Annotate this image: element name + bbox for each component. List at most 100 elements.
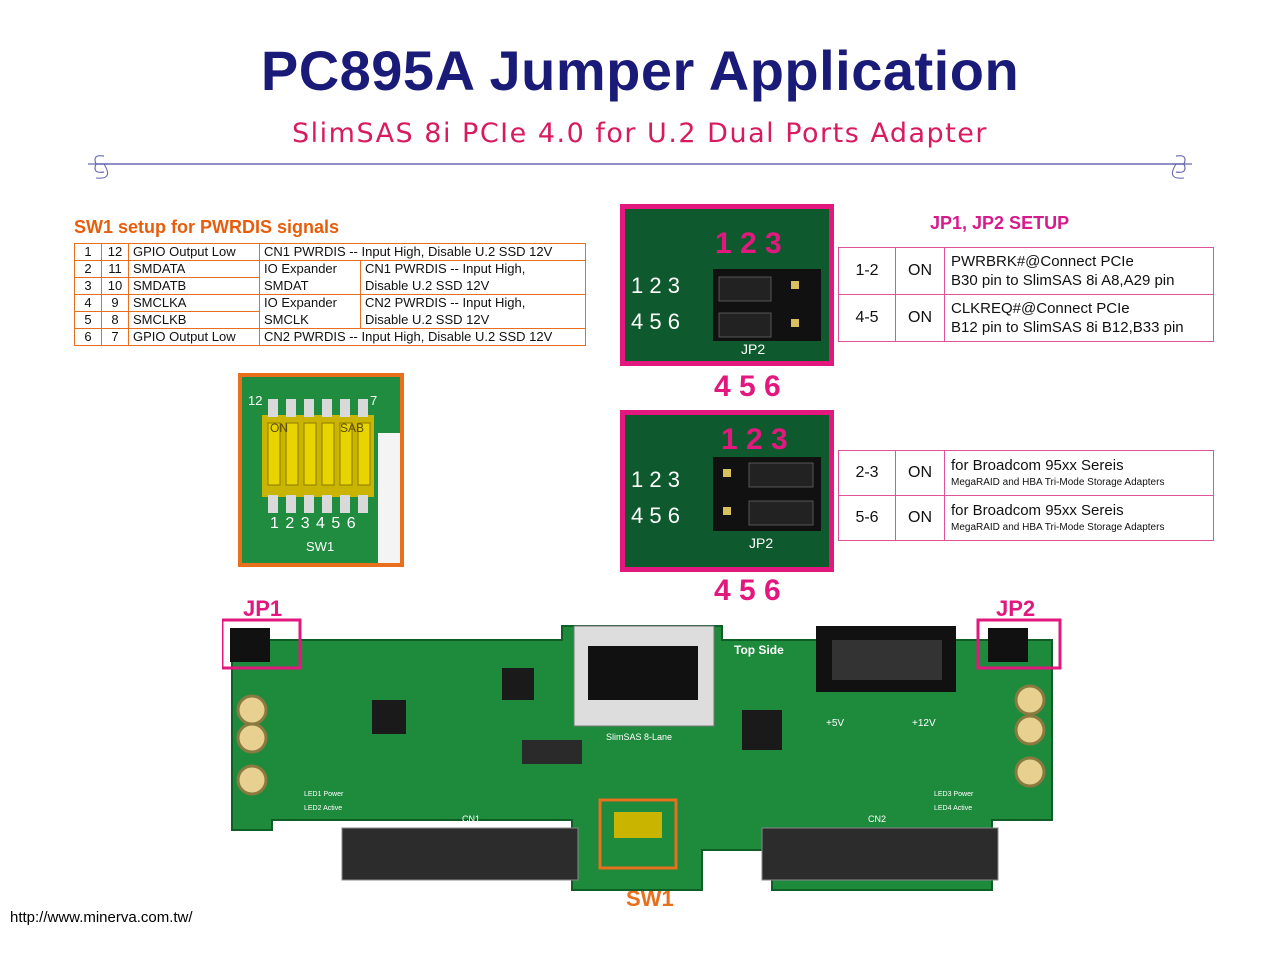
table-cell: ON: [895, 294, 945, 342]
table-cell: ON: [895, 495, 945, 541]
sw1-setup-heading: SW1 setup for PWRDIS signals: [74, 217, 340, 237]
table-cell: IO Expander: [259, 260, 361, 278]
table-row: 2-3 ON for Broadcom 95xx Sereis MegaRAID…: [838, 450, 1214, 496]
table-row: 5 8 SMCLKB SMCLK Disable U.2 SSD 12V: [74, 311, 586, 329]
photo-label: SW1: [306, 539, 335, 554]
table-cell: CN1 PWRDIS -- Input High, Disable U.2 SS…: [259, 243, 586, 261]
board-text: CN1: [462, 814, 480, 824]
sw1-setup-table: 1 12 GPIO Output Low CN1 PWRDIS -- Input…: [74, 243, 586, 346]
board-text: LED4 Active: [934, 805, 972, 812]
table-cell: for Broadcom 95xx Sereis MegaRAID and HB…: [944, 450, 1214, 496]
photo-label: 7: [370, 393, 378, 408]
table-cell: 2-3: [838, 450, 896, 496]
photo-label: SAB: [340, 421, 365, 435]
table-cell: 5-6: [838, 495, 896, 541]
table-row: 5-6 ON for Broadcom 95xx Sereis MegaRAID…: [838, 495, 1214, 541]
table-cell: SMCLKA: [128, 294, 260, 312]
dip-switch-illustration: [242, 377, 400, 563]
table-cell: GPIO Output Low: [128, 328, 260, 346]
table-cell: IO Expander: [259, 294, 361, 312]
jp-photo-config-1: 1 2 3 1 2 3 4 5 6 JP2: [620, 204, 834, 366]
board-text: +12V: [912, 718, 936, 729]
board-pin-label: 4 5 6: [631, 503, 680, 528]
table-cell: CN1 PWRDIS -- Input High,: [360, 260, 586, 278]
board-text: CN2: [868, 814, 886, 824]
table-cell: CLKREQ#@Connect PCIe B12 pin to SlimSAS …: [944, 294, 1214, 342]
board-jp2-label: JP2: [749, 535, 774, 551]
cell-line: PWRBRK#@Connect PCIe: [951, 253, 1134, 270]
table-cell: 11: [101, 260, 129, 278]
page-subtitle: SlimSAS 8i PCIe 4.0 for U.2 Dual Ports A…: [292, 118, 988, 149]
table-cell: SMCLKB: [128, 311, 260, 329]
jp-setup-heading: JP1, JP2 SETUP: [930, 213, 1070, 233]
board-text: LED3 Power: [934, 791, 974, 798]
board-text: Top Side: [734, 643, 784, 657]
table-cell: Disable U.2 SSD 12V: [360, 277, 586, 295]
jumper-illustration: [625, 415, 829, 567]
cell-line: B30 pin to SlimSAS 8i A8,A29 pin: [951, 272, 1175, 289]
table-cell: 4: [74, 294, 102, 312]
table-cell: 9: [101, 294, 129, 312]
table-cell: GPIO Output Low: [128, 243, 260, 261]
table-row: 3 10 SMDATB SMDAT Disable U.2 SSD 12V: [74, 277, 586, 295]
decorative-divider: [88, 155, 1192, 179]
website-url[interactable]: http://www.minerva.com.tw/: [10, 909, 193, 926]
jp-photo-config-2: 1 2 3 1 2 3 4 5 6 JP2: [620, 410, 834, 572]
pin-number-top: 1 2 3: [721, 423, 788, 456]
jp1-callout-label: JP1: [243, 596, 283, 621]
table-cell: SMDAT: [259, 277, 361, 295]
table-cell: 1-2: [838, 247, 896, 295]
table-cell: SMCLK: [259, 311, 361, 329]
table-row: 1 12 GPIO Output Low CN1 PWRDIS -- Input…: [74, 243, 586, 261]
table-cell: Disable U.2 SSD 12V: [360, 311, 586, 329]
jumper-illustration: [625, 209, 829, 361]
board-pin-label: 1 2 3: [631, 467, 680, 492]
table-cell: 10: [101, 277, 129, 295]
jp2-highlight-box: [976, 618, 1062, 670]
cell-line: for Broadcom 95xx Sereis: [951, 456, 1124, 474]
table-cell: ON: [895, 247, 945, 295]
table-cell: CN2 PWRDIS -- Input High,: [360, 294, 586, 312]
table-cell: 8: [101, 311, 129, 329]
table-cell: 1: [74, 243, 102, 261]
table-row: 4-5 ON CLKREQ#@Connect PCIe B12 pin to S…: [838, 294, 1214, 342]
table-cell: CN2 PWRDIS -- Input High, Disable U.2 SS…: [259, 328, 586, 346]
board-pin-label: 4 5 6: [631, 309, 680, 334]
page-title: PC895A Jumper Application: [260, 39, 1020, 102]
sw1-highlight-box: [598, 798, 678, 870]
pin-number-top: 1 2 3: [715, 227, 782, 260]
board-text: LED1 Power: [304, 791, 344, 798]
table-row: 1-2 ON PWRBRK#@Connect PCIe B30 pin to S…: [838, 247, 1214, 295]
board-jp2-label: JP2: [741, 341, 766, 357]
sw1-dip-switch-photo: 12 7 ON SAB 1 2 3 4 5 6 SW1: [238, 373, 404, 567]
board-pin-label: 1 2 3: [631, 273, 680, 298]
table-cell: 6: [74, 328, 102, 346]
table-cell: 12: [101, 243, 129, 261]
table-cell: ON: [895, 450, 945, 496]
table-cell: 2: [74, 260, 102, 278]
photo-label: ON: [270, 421, 288, 435]
photo-label: 1 2 3 4 5 6: [270, 515, 357, 532]
table-cell: 4-5: [838, 294, 896, 342]
jp-setup-table-1: 1-2 ON PWRBRK#@Connect PCIe B30 pin to S…: [838, 247, 1214, 342]
cell-line: MegaRAID and HBA Tri-Mode Storage Adapte…: [951, 476, 1165, 488]
board-text: SlimSAS 8-Lane: [606, 732, 672, 742]
pin-number-bottom: 4 5 6: [714, 574, 781, 607]
cell-line: for Broadcom 95xx Sereis: [951, 501, 1124, 519]
jp2-callout-label: JP2: [996, 596, 1036, 621]
table-cell: PWRBRK#@Connect PCIe B30 pin to SlimSAS …: [944, 247, 1214, 295]
cell-line: MegaRAID and HBA Tri-Mode Storage Adapte…: [951, 521, 1165, 533]
table-row: 2 11 SMDATA IO Expander CN1 PWRDIS -- In…: [74, 260, 586, 278]
table-cell: SMDATA: [128, 260, 260, 278]
table-cell: for Broadcom 95xx Sereis MegaRAID and HB…: [944, 495, 1214, 541]
board-text: +5V: [826, 718, 844, 729]
table-cell: SMDATB: [128, 277, 260, 295]
table-cell: 3: [74, 277, 102, 295]
cell-line: CLKREQ#@Connect PCIe: [951, 300, 1130, 317]
jp1-highlight-box: [222, 618, 302, 670]
board-text: LED2 Active: [304, 805, 342, 812]
pcb-board-illustration: Top Side SlimSAS 8-Lane CN1 CN2 +5V +12V…: [222, 618, 1062, 891]
cell-line: B12 pin to SlimSAS 8i B12,B33 pin: [951, 319, 1184, 336]
photo-label: 12: [248, 393, 263, 408]
table-cell: 5: [74, 311, 102, 329]
